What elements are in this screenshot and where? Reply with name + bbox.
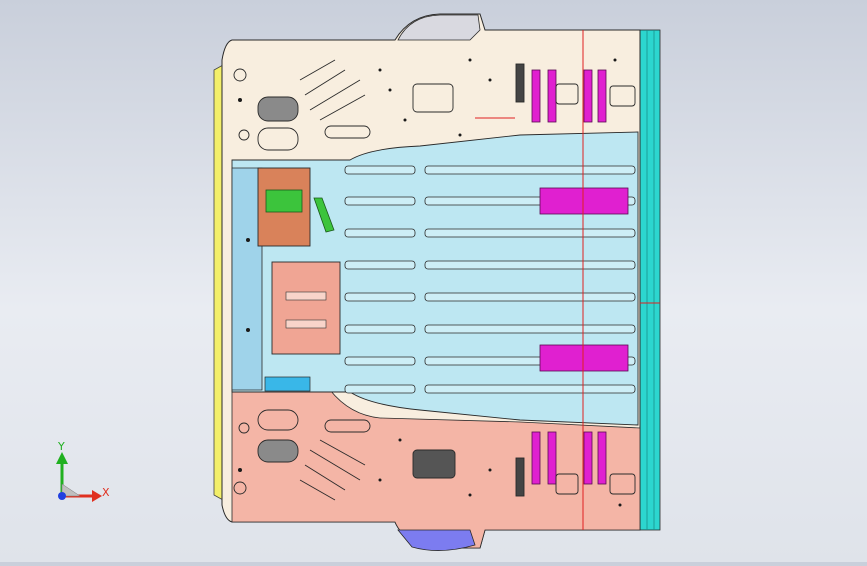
y-axis-arrow (56, 452, 68, 464)
blue-arch-piece (397, 529, 476, 551)
green-bracket (313, 197, 335, 233)
x-axis-arrow (92, 490, 102, 502)
fastener-dots (238, 58, 622, 507)
y-axis-label: Y (58, 440, 65, 453)
magenta-brackets (531, 69, 629, 485)
front-features (233, 59, 636, 151)
edge-strip (639, 29, 661, 531)
x-axis-label: X (102, 486, 110, 499)
rear-features (233, 409, 636, 501)
z-axis-dot (58, 492, 66, 500)
top-arch-piece (397, 14, 481, 41)
blue-strip (264, 376, 311, 392)
tunnel-front-end (231, 167, 263, 391)
floor-ribs (344, 165, 636, 394)
triad-graphic (56, 452, 102, 502)
seat-mount-plate (271, 261, 341, 355)
orientation-triad[interactable]: Y X (40, 438, 120, 518)
green-part (265, 189, 303, 213)
xy-plane-wedge (61, 483, 81, 497)
